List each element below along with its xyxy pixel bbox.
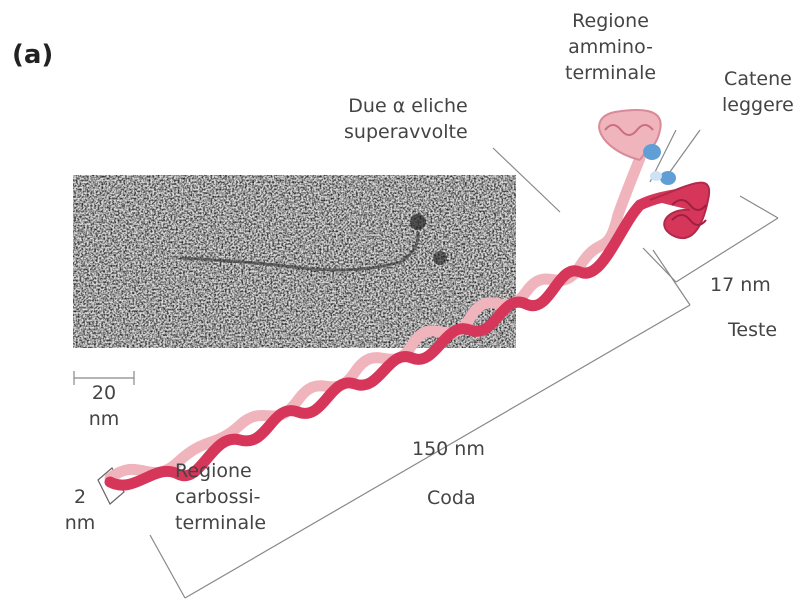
width-label: 2 nm — [60, 484, 100, 536]
panel-label: (a) — [12, 42, 53, 68]
heads-length-label: 17 nm — [710, 272, 771, 298]
tail-label: Coda — [427, 485, 476, 511]
heads-label: Teste — [728, 317, 777, 343]
carboxy-region-label: Regione carbossi- terminale — [175, 458, 266, 536]
tail-length-label: 150 nm — [412, 436, 485, 462]
micrograph-image — [73, 175, 516, 348]
amino-region-label: Regione ammino- terminale — [565, 8, 656, 86]
coiled-coils-label: Due α eliche superavvolte — [344, 93, 468, 145]
scale-bar-label: 20 nm — [84, 380, 124, 432]
light-chains-label: Catene leggere — [722, 66, 794, 118]
